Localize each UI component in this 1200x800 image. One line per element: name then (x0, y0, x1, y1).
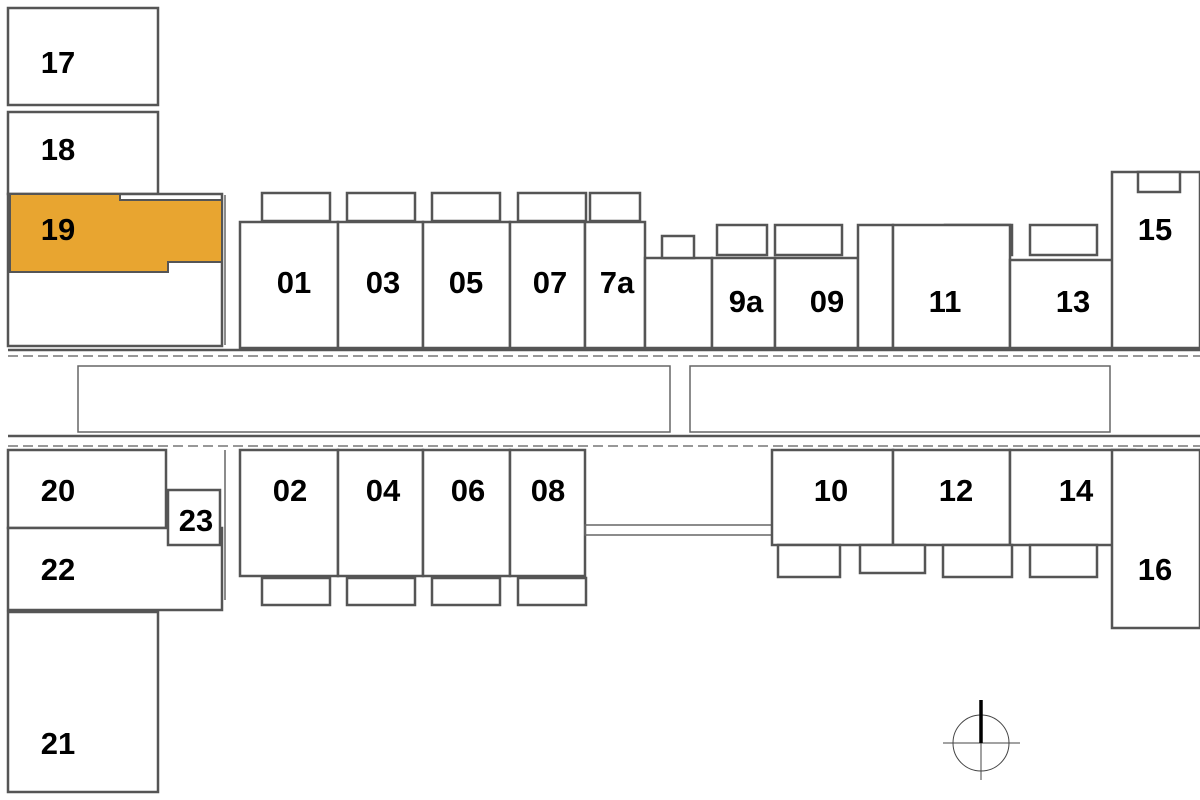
unit-17[interactable]: 17 (41, 45, 75, 80)
corridor (8, 348, 1200, 447)
unit-04[interactable]: 04 (366, 473, 401, 508)
unit-02[interactable]: 02 (273, 473, 307, 508)
unit-12[interactable]: 12 (939, 473, 973, 508)
unit-08[interactable]: 08 (531, 473, 565, 508)
left-wing (6, 6, 226, 794)
unit-13[interactable]: 13 (1056, 284, 1090, 319)
unit-15[interactable]: 15 (1138, 212, 1172, 247)
unit-14[interactable]: 14 (1059, 473, 1094, 508)
unit-9a[interactable]: 9a (729, 284, 764, 319)
unit-06[interactable]: 06 (451, 473, 485, 508)
unit-18[interactable]: 18 (41, 132, 75, 167)
unit-23[interactable]: 23 (179, 503, 213, 538)
unit-7a[interactable]: 7a (600, 265, 635, 300)
unit-10[interactable]: 10 (814, 473, 848, 508)
unit-16[interactable]: 16 (1138, 552, 1172, 587)
unit-11[interactable]: 11 (929, 284, 962, 319)
north-rooms (238, 170, 1200, 350)
unit-22[interactable]: 22 (41, 552, 75, 587)
south-rooms (238, 448, 1200, 630)
unit-09[interactable]: 09 (810, 284, 844, 319)
unit-05[interactable]: 05 (449, 265, 483, 300)
unit-labels: 17 18 19 01 03 05 07 7a 9a 09 11 13 15 2… (41, 45, 1172, 761)
unit-19-highlight[interactable] (9, 193, 223, 273)
unit-19[interactable]: 19 (41, 212, 75, 247)
north-arrow-icon (943, 700, 1020, 780)
unit-03[interactable]: 03 (366, 265, 400, 300)
unit-20[interactable]: 20 (41, 473, 75, 508)
unit-01[interactable]: 01 (277, 265, 311, 300)
unit-21[interactable]: 21 (41, 726, 75, 761)
unit-07[interactable]: 07 (533, 265, 567, 300)
